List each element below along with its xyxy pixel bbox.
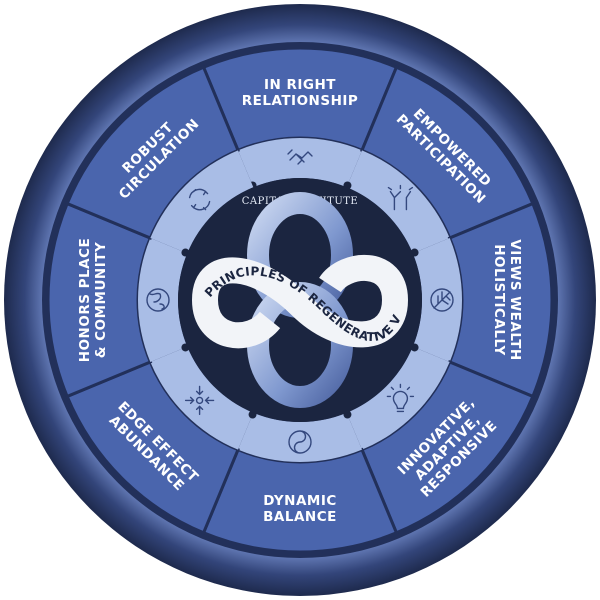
yin-yang-icon — [288, 430, 312, 454]
segment-8[interactable]: ROBUSTCIRCULATION — [65, 65, 254, 257]
segment-inner-band — [150, 150, 254, 254]
segment-7[interactable]: HONORS PLACE& COMMUNITY — [46, 201, 190, 399]
raised-hands-icon — [387, 184, 414, 211]
segment-label: VIEWS WEALTHHOLISTICALLY — [491, 239, 523, 360]
segment-label-line: BALANCE — [263, 509, 337, 525]
leaf-icon — [430, 288, 454, 312]
segment-3[interactable]: VIEWS WEALTHHOLISTICALLY — [410, 201, 554, 399]
converging-arrows-icon — [184, 385, 215, 416]
segment-inner-band — [346, 346, 450, 450]
segment-inner-band — [346, 150, 450, 254]
lightbulb-icon — [386, 383, 415, 413]
globe-icon — [146, 288, 170, 312]
segment-4[interactable]: INNOVATIVE,ADAPTIVE,RESPONSIVE — [346, 343, 535, 535]
segment-label-line: IN RIGHT — [264, 77, 336, 93]
segment-label: HONORS PLACE& COMMUNITY — [77, 238, 109, 362]
segment-label-line: VIEWS WEALTH — [507, 239, 523, 360]
segment-label-line: HONORS PLACE — [77, 238, 93, 362]
segment-label-line: DYNAMIC — [263, 493, 337, 509]
segment-label-line: RELATIONSHIP — [242, 93, 359, 109]
segment-label-line: & COMMUNITY — [93, 242, 109, 359]
infinity-loop-logo — [192, 192, 409, 408]
recycle-arrows-icon — [188, 188, 211, 211]
handshake-icon — [287, 149, 313, 165]
segment-inner-band — [238, 412, 362, 462]
segment-inner-band — [138, 238, 188, 362]
segment-label-line: HOLISTICALLY — [491, 244, 507, 356]
